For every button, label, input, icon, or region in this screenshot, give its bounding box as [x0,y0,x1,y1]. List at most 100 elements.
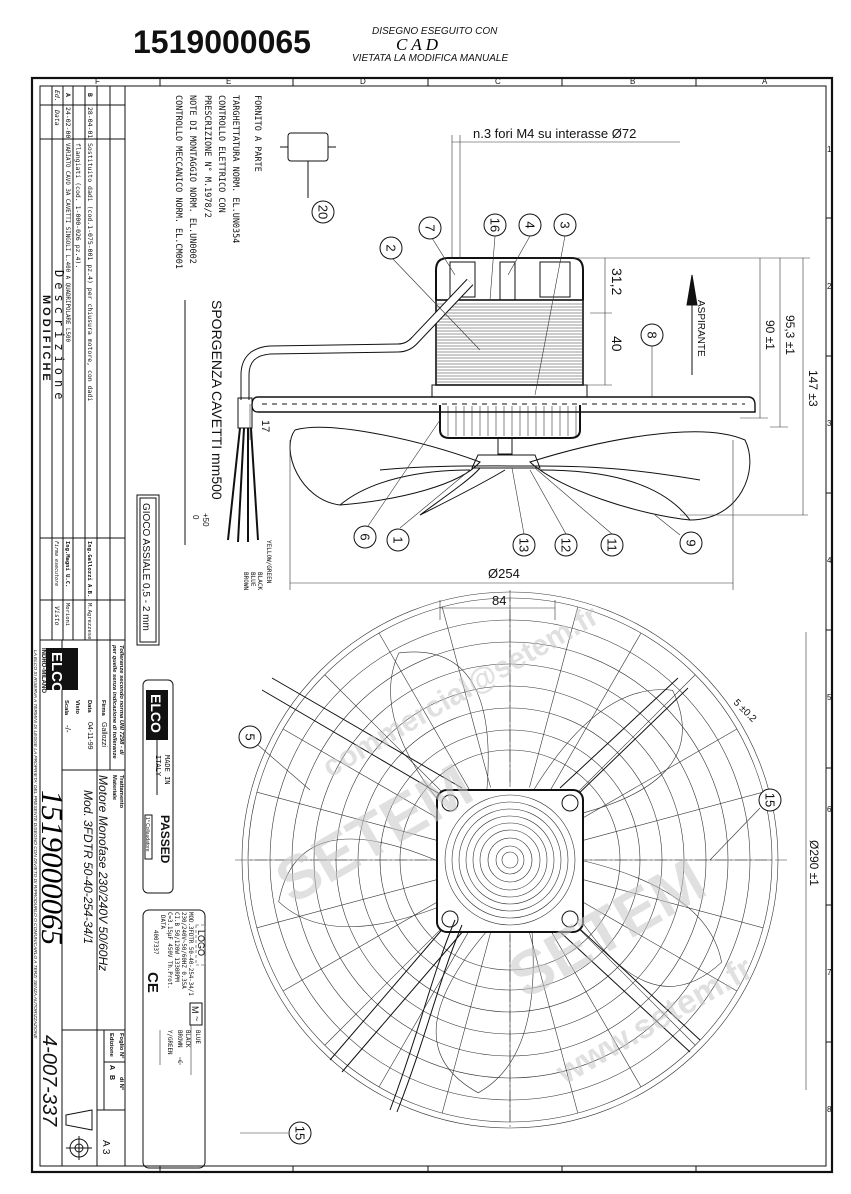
col-label: F [95,77,100,86]
hub-ring [465,815,555,905]
rev-col-description: Descrizione [52,270,66,404]
svg-text:9: 9 [684,539,699,546]
dim-40: 40 [609,336,625,352]
row-label: 8 [827,1105,832,1114]
scale-label: Scala [63,700,69,716]
motor-symbol: M [190,1006,200,1014]
note-supplied-separately: FORNITO A PARTE [252,95,262,172]
hub-ring [495,845,525,875]
airflow-label: ASPIRANTE [695,300,706,357]
svg-text:4: 4 [523,221,538,228]
sheet-label: Foglio N° [118,1033,124,1059]
signature-label: Firma [100,700,106,717]
dim-holes: n.3 fori M4 su interasse Ø72 [473,126,636,141]
row-label: 5 [827,693,832,702]
airflow-arrow [686,274,698,375]
svg-text:6: 6 [358,533,373,540]
guard-wire [562,674,696,808]
guard-wire [529,606,579,788]
motor-side [431,257,588,469]
balloon: 1 [386,528,410,552]
notes: FORNITO A PARTE TARGHETTATURA NORM. EL.U… [136,95,262,646]
plate-wire: BLUE [194,1030,200,1044]
rev-col-date: Data [53,109,61,126]
rev-description: flangiati (cod. 1-000-026 pz.4). [74,143,82,268]
projection-symbol-icon [65,1109,93,1160]
guard-wire [441,932,491,1114]
dim-90: 90 ±1 [763,320,777,350]
drawing-frame: F E D C B A 1 2 3 4 5 6 7 8 [30,76,834,1174]
cable-tol-plus: +50 [201,513,210,527]
rev-date: 28-04-01 [86,107,94,138]
row-label: 1 [827,145,832,154]
balloon: 20 [311,200,335,224]
hub-ring [487,837,533,883]
rev-col-ed: Ed. [53,90,61,102]
balloon: 2 [379,236,403,260]
guard-wire [256,879,438,929]
dim-guard-diameter: Ø290 ±1 [807,840,821,886]
signature-value: Gallozzi [100,722,107,747]
rev-date: 24-02-00 [64,107,72,138]
approved-label: Visto [74,700,80,715]
hub-ring [501,851,519,869]
front-view [241,591,779,1129]
row-label: 4 [827,556,832,565]
svg-text:15: 15 [763,793,778,807]
drawing-number-header: 1519000065 [133,24,311,60]
fan-blades-side [289,426,751,521]
label-inspector: 1° Collaudatore [144,817,150,852]
balloon: 16 [483,213,507,237]
legal-notice: LA ELCO SI RISERVA A TERMINI DI LEGGE LA… [32,650,38,1039]
dim-fan-diameter: Ø254 [488,566,520,581]
row-label: 6 [827,805,832,814]
note-mechanical-check: CONTROLLO MECCANICO NORM. EL.CM001 [173,95,183,269]
label-passed: PASSED [158,815,172,864]
motor-description: Motore Monofase 230/240V 50/60Hz [96,775,110,971]
date-label: Data [86,700,92,713]
note-cable-protrusion: SPORGENZA CAVETTI mm500 [209,300,225,500]
wire-color: BLACK [256,572,263,590]
guard-wire [256,791,438,841]
guard-wire [378,924,473,1088]
guard-wire [574,897,738,992]
row-label: 7 [827,968,832,977]
dim-95-3: 95,3 ±1 [783,315,797,355]
wire-color: BLUE [249,572,256,587]
ac-symbol: ~ [192,1016,202,1021]
watermark-email: commercial@setem.fr [317,599,605,784]
guard-wire [378,632,473,796]
edition-label: Edizione [108,1033,114,1058]
label-country: ITALY [154,755,162,777]
plate-line: CI.B 50/120W 1330RPM [173,912,179,982]
guard-spokes [261,677,701,1073]
guard-wire [282,728,446,823]
dim-5: 5 ±0.2 [731,697,759,725]
rev-ed: B [86,93,94,97]
guard-wire [547,632,642,796]
ce-mark: CE [144,972,161,993]
wire-color: YELLOW/GREEN [265,540,272,584]
rev-col-signature: Firma esecutore [53,541,59,586]
of-label: di N° [118,1077,124,1091]
fan-blade [531,689,683,818]
rev-approved: M.Agrezzese [86,603,92,639]
plate-wire: BLACK [184,1030,190,1048]
hub-ring [479,829,541,891]
plate-line: 230/240V~50/60HZ 0.35A [180,912,186,989]
fan-blade [278,838,454,928]
sheet-format: A 3 [100,1140,111,1155]
balloon: 9 [679,531,703,555]
motor-front [436,789,584,933]
balloon: 12 [554,533,578,557]
balloon: 4 [518,213,542,237]
col-label: D [360,77,366,86]
title-block: ELCO INDRO-MILANO Tolleranze secondo nor… [32,639,125,1166]
fan-blade [390,651,489,820]
plate-line: 4007337 [152,930,158,955]
fan-guard-side [251,396,756,413]
material-label: Materiale [111,775,117,801]
balloon: 3 [553,213,577,237]
rev-approved: Morioni [64,603,70,626]
